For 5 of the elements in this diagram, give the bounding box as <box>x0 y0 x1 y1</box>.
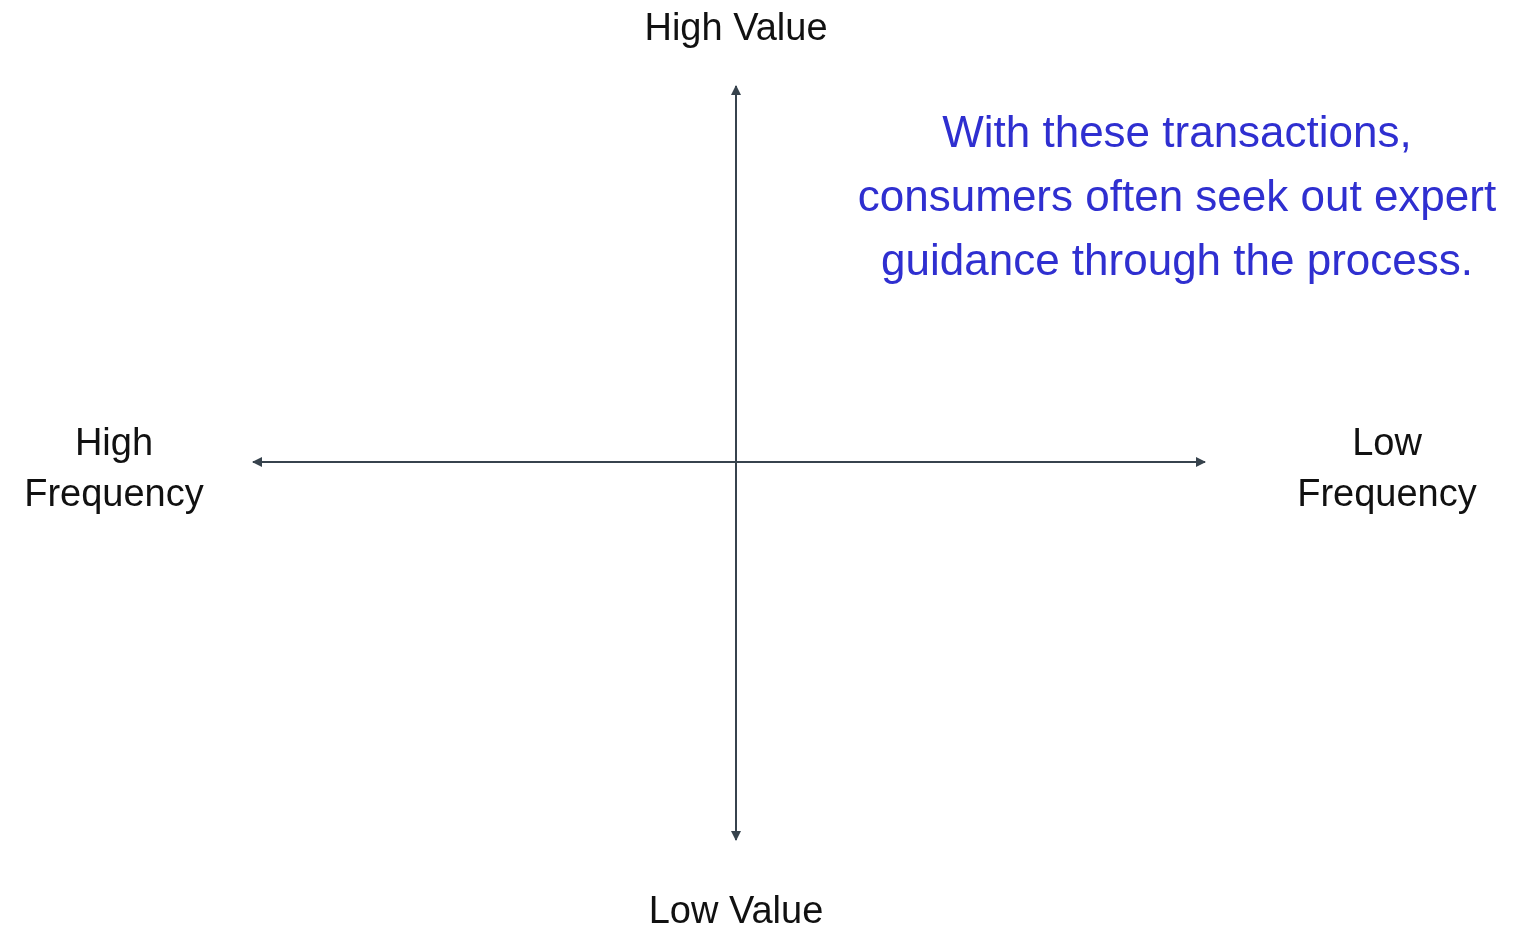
axis-label: Low Frequency <box>1296 420 1478 516</box>
annotation-text: With these transactions, consumers often seek out expert guidance through the process. <box>856 106 1498 286</box>
axis-label: High Frequency <box>23 420 205 516</box>
axis-label: High Value <box>643 5 829 50</box>
axis-label: Low Value <box>647 888 825 928</box>
